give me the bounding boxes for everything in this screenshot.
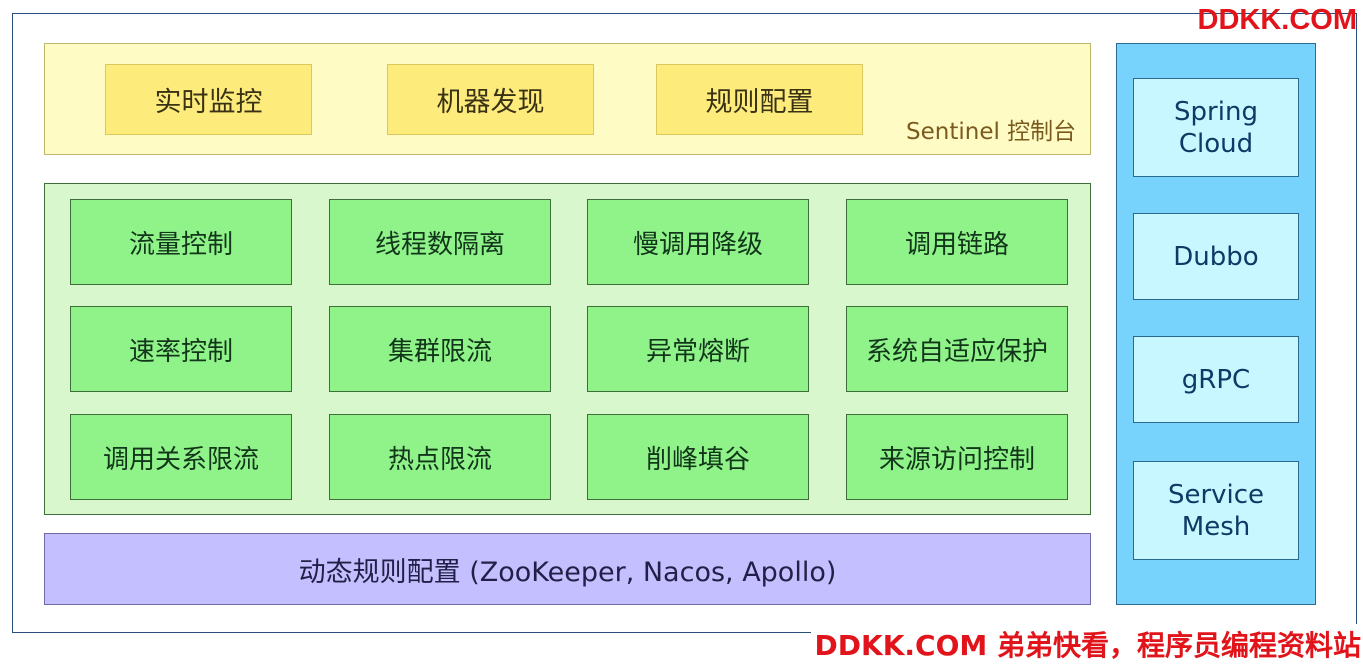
framework-grpc: gRPC bbox=[1133, 336, 1299, 423]
framework-dubbo: Dubbo bbox=[1133, 213, 1299, 300]
console-label: Sentinel 控制台 bbox=[906, 119, 1077, 145]
feature-cell: 集群限流 bbox=[329, 306, 551, 392]
feature-cell: 异常熔断 bbox=[587, 306, 809, 392]
feature-cell: 来源访问控制 bbox=[846, 414, 1068, 500]
feature-cell: 调用链路 bbox=[846, 199, 1068, 285]
console-item-machine-discovery: 机器发现 bbox=[387, 64, 594, 135]
feature-cell: 线程数隔离 bbox=[329, 199, 551, 285]
console-item-monitoring: 实时监控 bbox=[105, 64, 312, 135]
feature-cell: 系统自适应保护 bbox=[846, 306, 1068, 392]
console-item-rule-config: 规则配置 bbox=[656, 64, 863, 135]
dynamic-rules-bar: 动态规则配置 (ZooKeeper, Nacos, Apollo) bbox=[44, 533, 1091, 605]
framework-service-mesh: Service Mesh bbox=[1133, 461, 1299, 560]
feature-cell: 热点限流 bbox=[329, 414, 551, 500]
watermark-top: DDKK.COM bbox=[1197, 4, 1358, 36]
feature-cell: 调用关系限流 bbox=[70, 414, 292, 500]
framework-spring-cloud: Spring Cloud bbox=[1133, 78, 1299, 177]
watermark-bottom: DDKK.COM 弟弟快看，程序员编程资料站 bbox=[810, 624, 1361, 664]
feature-cell: 慢调用降级 bbox=[587, 199, 809, 285]
feature-cell: 速率控制 bbox=[70, 306, 292, 392]
feature-cell: 削峰填谷 bbox=[587, 414, 809, 500]
feature-cell: 流量控制 bbox=[70, 199, 292, 285]
